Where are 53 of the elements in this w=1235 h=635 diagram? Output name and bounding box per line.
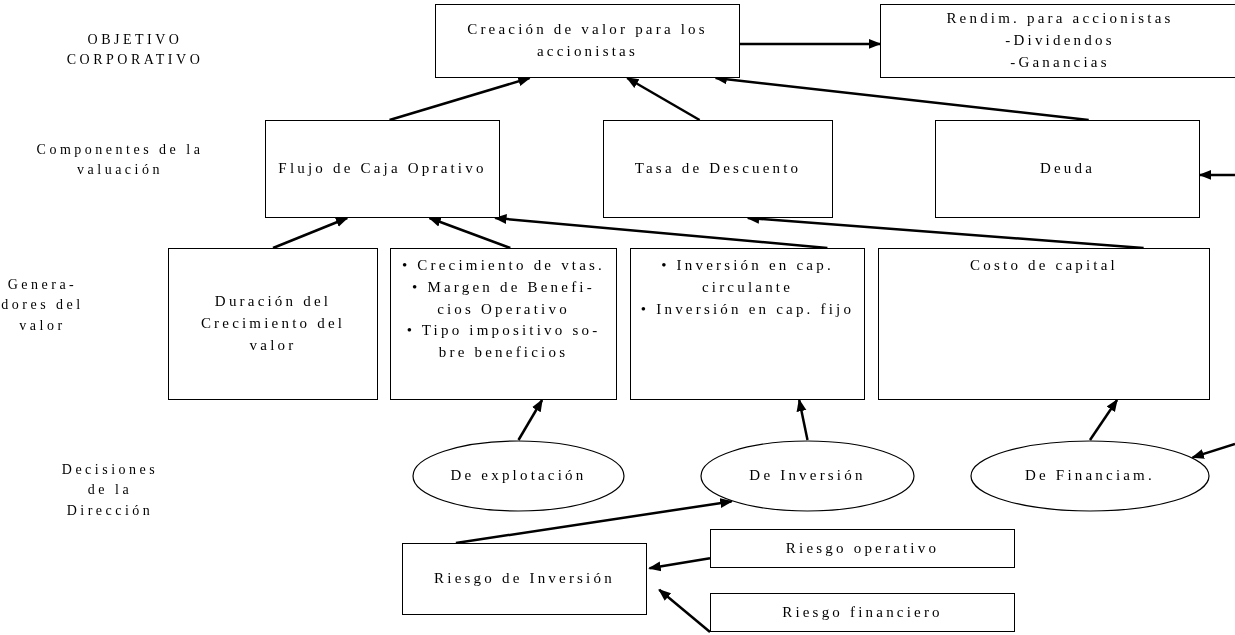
row-label: Componentes de la valuación	[35, 141, 205, 180]
node-text: De Financiam.	[1025, 466, 1155, 486]
process-box	[710, 529, 1015, 568]
node-text: De Inversión	[749, 466, 866, 486]
node-text: • Inversión en cap. fijo	[640, 299, 855, 319]
arrow	[272, 216, 349, 250]
decision-ellipse	[970, 440, 1210, 512]
node-text: -Dividendos	[1005, 31, 1115, 51]
node-text: Riesgo operativo	[785, 538, 940, 558]
node-text: Deuda	[1039, 159, 1096, 179]
node-text: Riesgo financiero	[782, 602, 943, 622]
arrow	[1191, 442, 1235, 459]
node-text: Tasa de Descuento	[634, 159, 802, 179]
process-box	[435, 4, 740, 78]
process-box	[603, 120, 833, 218]
arrow	[626, 76, 701, 122]
node-text: • Inversión en cap. circulante	[660, 256, 835, 297]
decision-ellipse	[700, 440, 915, 512]
process-box	[265, 120, 500, 218]
process-box	[390, 248, 617, 400]
node-text: De explotación	[450, 466, 587, 486]
row-label: OBJETIVO CORPORATIVO	[65, 31, 205, 70]
arrow	[428, 216, 511, 250]
arrow	[1198, 169, 1235, 180]
node-text: -Ganancias	[1010, 52, 1110, 72]
process-box	[880, 4, 1235, 78]
decision-ellipse	[412, 440, 625, 512]
arrow	[740, 38, 882, 49]
arrow	[648, 557, 711, 572]
arrow	[517, 398, 544, 441]
row-label: Genera- dores del valor	[0, 276, 85, 335]
node-text: Duración del Crecimiento del valor	[199, 292, 347, 355]
node-text: Flujo de Caja Oprativo	[278, 159, 487, 179]
process-box	[168, 248, 378, 400]
arrow	[455, 498, 733, 545]
process-box	[710, 593, 1015, 632]
node-text: Rendim. para accionistas	[946, 9, 1174, 29]
arrow	[494, 214, 828, 250]
process-box	[935, 120, 1200, 218]
arrow	[389, 76, 531, 122]
node-text: Creación de valor para los accionistas	[466, 20, 709, 61]
arrow	[796, 398, 809, 441]
node-text: Riesgo de Inversión	[434, 569, 615, 589]
node-text: • Crecimiento de vtas.	[401, 256, 606, 275]
node-text: • Tipo impositivo so- bre beneficios	[405, 321, 602, 362]
node-text: • Margen de Benefi- cios Operativo	[411, 277, 596, 319]
process-box	[630, 248, 865, 400]
process-box	[878, 248, 1210, 400]
row-label: Decisiones de la Dirección	[60, 461, 160, 520]
arrow	[1088, 398, 1119, 441]
process-box	[402, 543, 647, 615]
arrow	[658, 588, 711, 633]
node-text: Costo de capital	[970, 256, 1118, 275]
